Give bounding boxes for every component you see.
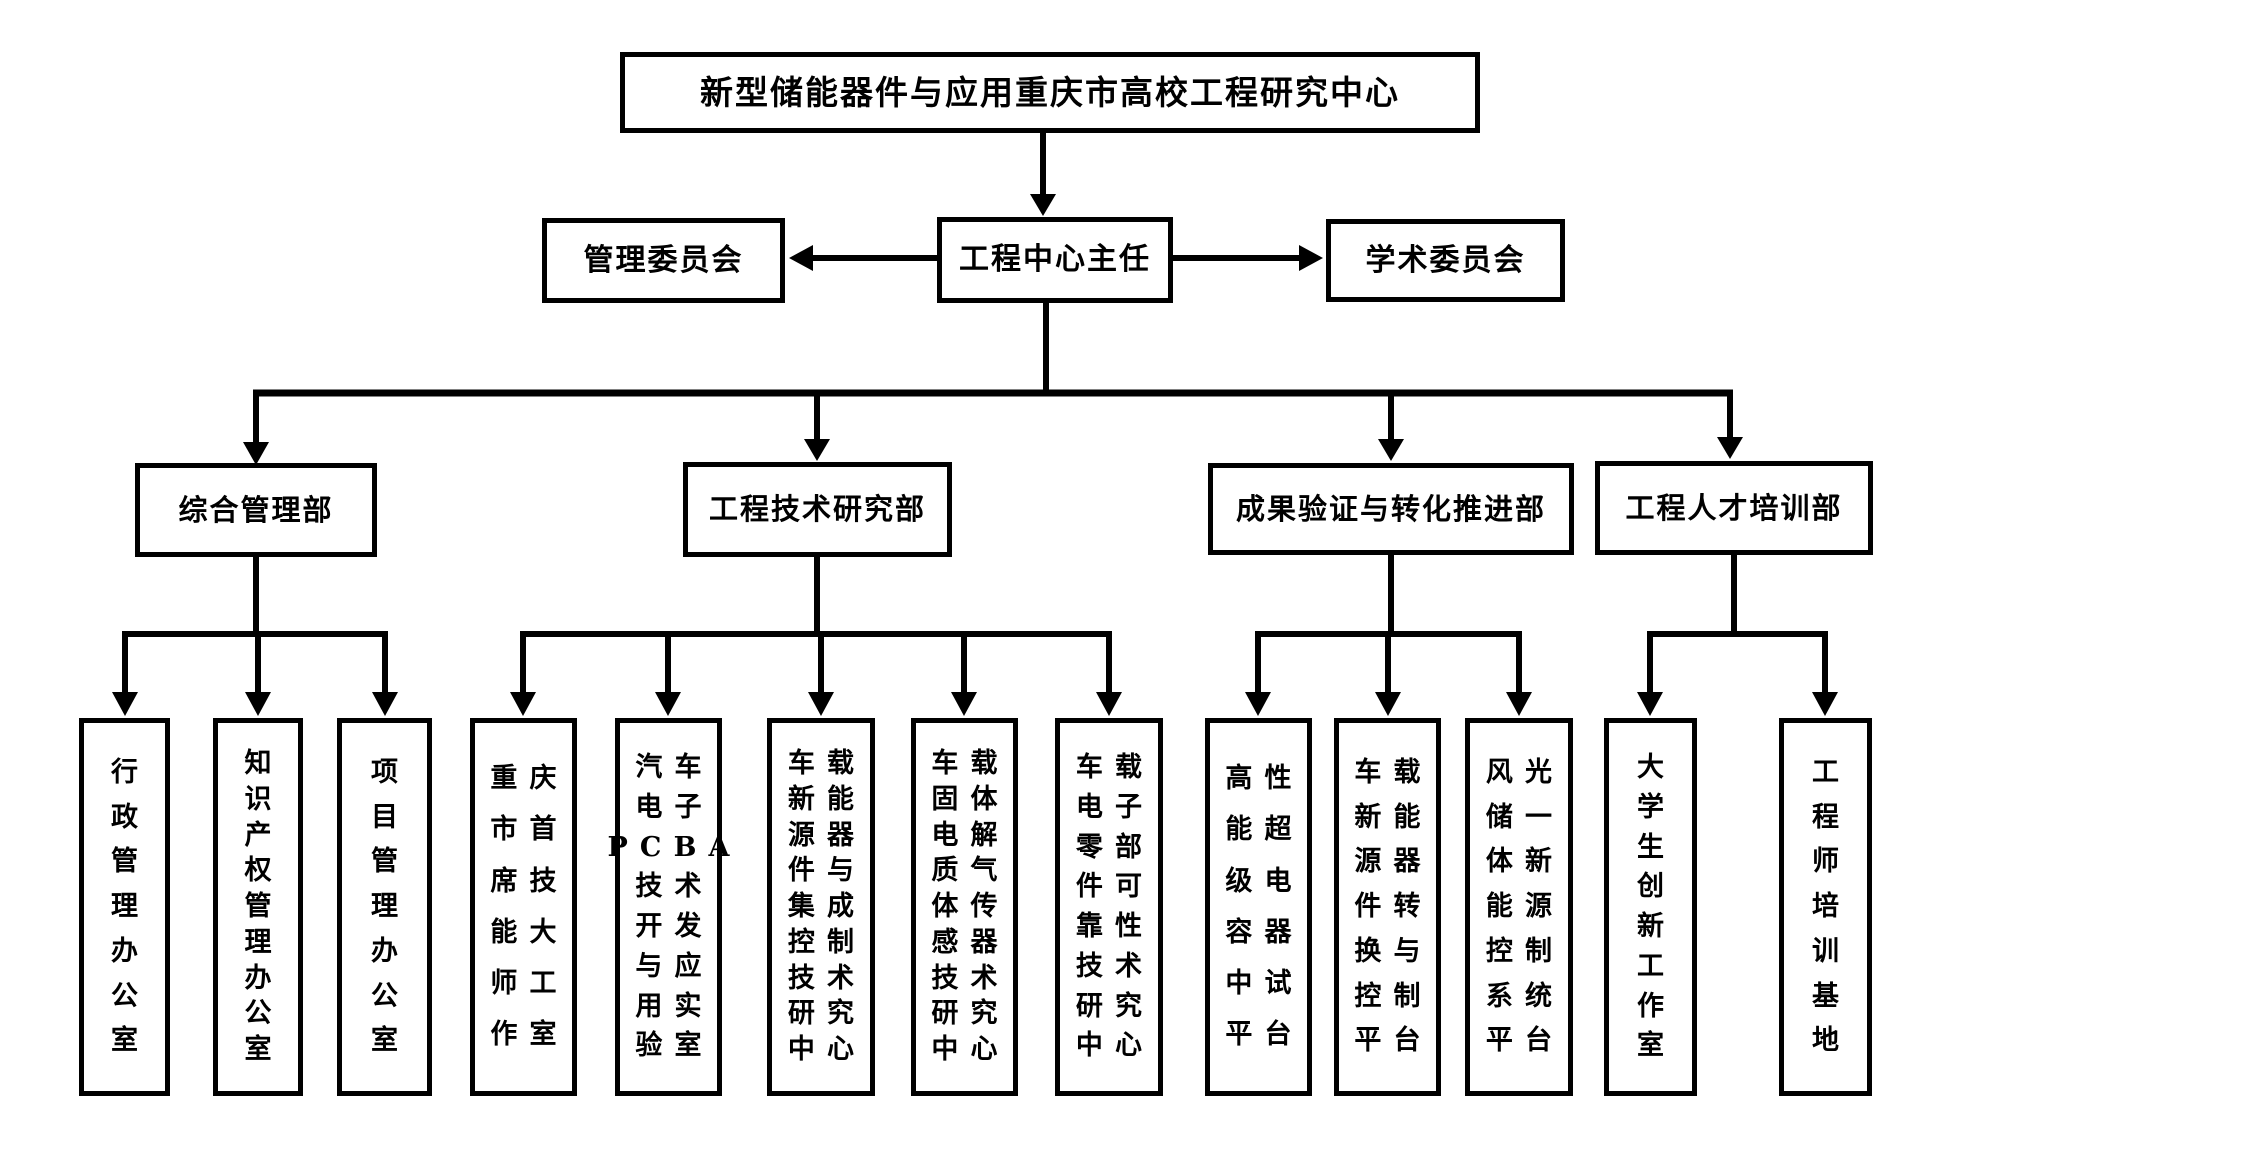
dept-achievement-transfer-box: 成果验证与转化推进部: [1208, 463, 1574, 555]
unit-vehicle-energy-integration-center-box: 车载新能源器件与集成控制技术研究中心: [767, 718, 875, 1096]
unit-engineer-training-base-box: 工程师培训基地: [1779, 718, 1872, 1096]
unit-energy-conversion-control-platform-box: 车载新能源器件转换与控制平台: [1334, 718, 1441, 1096]
unit-chongqing-master-studio-box: 重庆市首席技能大师工作室: [470, 718, 577, 1096]
academic-committee-box: 学术委员会: [1326, 219, 1565, 302]
org-root-box: 新型储能器件与应用重庆市高校工程研究中心: [620, 52, 1480, 133]
unit-reliability-center-box: 车载电子零部件可靠性技术研究中心: [1055, 718, 1163, 1096]
unit-wind-solar-storage-platform-box: 风光储一体新能源控制系统平台: [1465, 718, 1573, 1096]
unit-supercapacitor-pilot-platform-box: 高性能超级电容器中试平台: [1205, 718, 1312, 1096]
director-box: 工程中心主任: [937, 217, 1173, 303]
dept-talent-training-box: 工程人才培训部: [1595, 461, 1873, 555]
unit-admin-office-box: 行政管理办公室: [79, 718, 170, 1096]
unit-solid-electrolyte-sensor-center-box: 车载固体电解质气体传感器技术研究中心: [911, 718, 1018, 1096]
unit-ip-office-box: 知识产权管理办公室: [213, 718, 303, 1096]
dept-general-management-box: 综合管理部: [135, 463, 377, 557]
management-committee-box: 管理委员会: [542, 218, 785, 303]
unit-student-innovation-studio-box: 大学生创新工作室: [1604, 718, 1697, 1096]
unit-project-office-box: 项目管理办公室: [337, 718, 432, 1096]
dept-engineering-research-box: 工程技术研究部: [683, 462, 952, 557]
